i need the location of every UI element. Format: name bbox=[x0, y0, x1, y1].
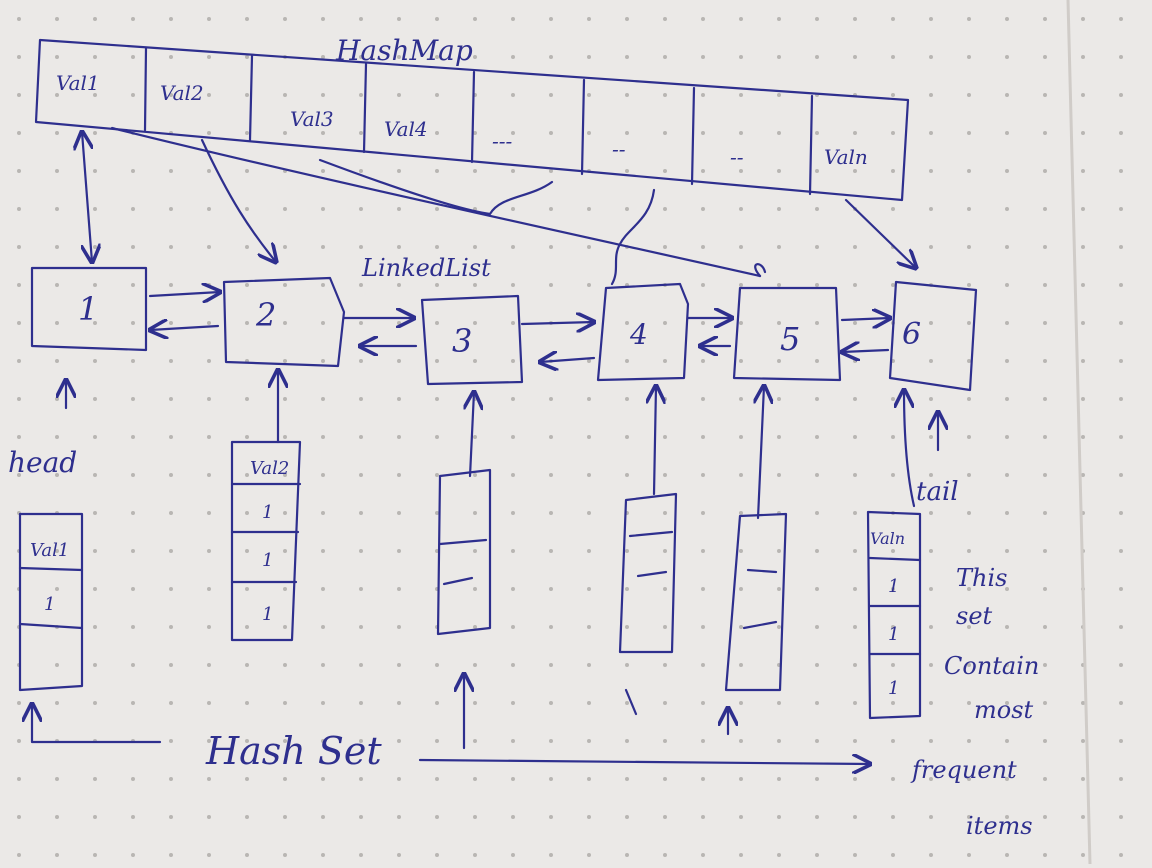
hashmap-cell: Val3 bbox=[290, 107, 334, 131]
hashmap-cell: Val2 bbox=[160, 81, 204, 105]
prev-arrow bbox=[842, 350, 890, 352]
list-node-2: 2 bbox=[222, 276, 346, 368]
hashmap-cell: Val1 bbox=[56, 71, 100, 95]
pointer-hop bbox=[754, 263, 767, 278]
hashmap-divider bbox=[248, 54, 254, 142]
pointer-dots-node4 bbox=[610, 188, 656, 286]
set-pointer bbox=[904, 390, 916, 508]
hashset-label: Hash Set bbox=[205, 729, 382, 773]
head-label: head bbox=[8, 446, 77, 479]
hashset-node-4 bbox=[618, 492, 678, 654]
node-label: 4 bbox=[629, 318, 648, 351]
list-node-6: 6 bbox=[888, 280, 978, 392]
hashmap-cell: Val4 bbox=[384, 117, 428, 141]
note-line: items bbox=[966, 812, 1033, 840]
set-pointers bbox=[278, 370, 916, 520]
hashmap-divider bbox=[470, 70, 476, 164]
pointer-val1-node5 bbox=[110, 126, 762, 278]
note-line: frequent bbox=[910, 756, 1017, 784]
note-line: This bbox=[956, 564, 1007, 592]
hashset-node-5 bbox=[724, 512, 788, 692]
pointer-val2-node2 bbox=[200, 138, 276, 262]
set-pointer bbox=[470, 392, 474, 478]
tail-label: tail bbox=[916, 477, 959, 507]
node-label: 5 bbox=[780, 320, 800, 358]
hashset-connectors bbox=[32, 674, 870, 764]
note-line: Contain bbox=[944, 652, 1039, 680]
connector-to-setn bbox=[418, 760, 870, 764]
list-node-4: 4 bbox=[596, 282, 690, 382]
hashmap-array: Val1 Val2 Val3 Val4 --- -- -- Valn bbox=[34, 38, 910, 202]
node-label: 3 bbox=[452, 322, 472, 360]
next-arrow bbox=[148, 292, 220, 296]
hashmap-cell: -- bbox=[612, 137, 626, 161]
node-label: 6 bbox=[902, 317, 921, 352]
list-node-1: 1 bbox=[30, 266, 148, 352]
hashmap-cell: --- bbox=[492, 129, 513, 153]
hashmap-divider bbox=[362, 62, 368, 154]
hashset-cell: 1 bbox=[262, 502, 273, 523]
hashmap-cell: -- bbox=[730, 145, 744, 169]
next-arrow bbox=[520, 322, 594, 324]
node-label: 2 bbox=[255, 296, 276, 334]
hashset-node-2: Val2 1 1 1 bbox=[230, 440, 302, 642]
set-pointer bbox=[758, 386, 764, 520]
frequency-note: This set Contain most frequent items bbox=[910, 564, 1039, 840]
set-pointer bbox=[654, 386, 656, 496]
hashset-cell: 1 bbox=[44, 594, 55, 615]
hashmap-divider bbox=[690, 86, 696, 186]
next-arrow bbox=[840, 318, 890, 320]
hashset-cell: Val1 bbox=[30, 540, 69, 561]
hashmap-divider bbox=[808, 94, 814, 196]
hashset-node-3 bbox=[436, 468, 492, 636]
prev-arrow bbox=[540, 358, 596, 362]
notebook-spine bbox=[1066, 0, 1092, 865]
hashset-cell: 1 bbox=[888, 624, 899, 645]
pointer-val1-node1 bbox=[82, 132, 92, 262]
list-node-3: 3 bbox=[420, 294, 524, 386]
list-node-5: 5 bbox=[732, 286, 842, 382]
note-line: most bbox=[974, 696, 1034, 724]
prev-arrow bbox=[150, 326, 220, 330]
hashset-cell: 1 bbox=[888, 678, 899, 699]
linkedlist-title: LinkedList bbox=[361, 254, 491, 282]
pointer-valn-node6 bbox=[844, 198, 916, 268]
hashset-node-1: Val1 1 bbox=[18, 512, 84, 692]
note-line: set bbox=[956, 602, 993, 630]
hashset-node-6: Valn 1 1 1 bbox=[866, 510, 922, 720]
hashset-cell: Valn bbox=[870, 529, 905, 548]
hashmap-divider bbox=[580, 78, 586, 176]
node-label: 1 bbox=[78, 290, 98, 328]
hashset-cell: 1 bbox=[262, 550, 273, 571]
hashmap-pointers bbox=[82, 126, 916, 286]
connector-to-set1 bbox=[32, 704, 162, 744]
pointer-val4 bbox=[318, 158, 554, 216]
hashmap-divider bbox=[143, 46, 148, 132]
hashset-cell: Val2 bbox=[250, 458, 289, 479]
hashset-cell: 1 bbox=[888, 576, 899, 597]
linkedlist: 1 2 3 4 5 6 bbox=[30, 266, 978, 392]
hashmap-outline bbox=[34, 38, 910, 202]
hashmap-cell: Valn bbox=[824, 145, 868, 169]
hashset-cell: 1 bbox=[262, 604, 273, 625]
connector-to-set4 bbox=[624, 688, 638, 716]
